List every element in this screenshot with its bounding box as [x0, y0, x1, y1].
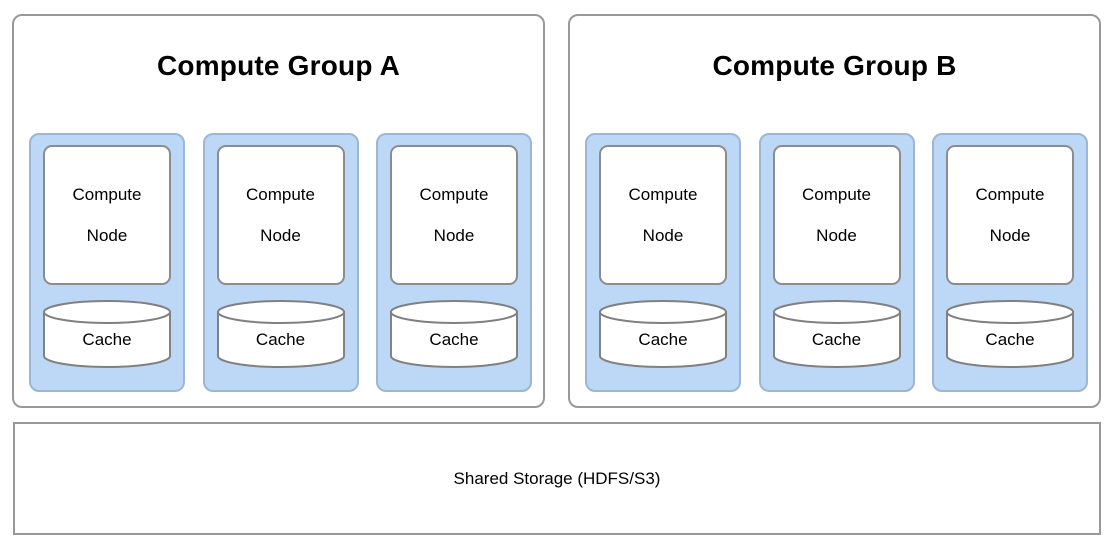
cache-cylinder-b-3: Cache — [946, 300, 1074, 368]
compute-group-a-title: Compute Group A — [156, 50, 401, 81]
cache-cylinder-a-3: Cache — [390, 300, 518, 368]
compute-node-label-line1: Compute — [246, 185, 315, 204]
node-card-a-1[interactable]: Compute Node Cache — [29, 133, 185, 392]
node-card-a-2[interactable]: Compute Node Cache — [202, 133, 359, 392]
node-card-b-1[interactable]: Compute Node Cache — [585, 133, 741, 392]
compute-node-box-b-3: Compute Node — [946, 145, 1074, 285]
compute-node-label-line2: Node — [433, 226, 475, 245]
compute-node-box-b-2: Compute Node — [772, 145, 901, 285]
compute-node-box-a-3: Compute Node — [390, 145, 518, 285]
cache-cylinder-b-1: Cache — [599, 300, 727, 368]
compute-group-a-node-row: Compute Node Cache Compute Node — [29, 133, 532, 393]
compute-node-label-line2: Node — [642, 226, 684, 245]
node-card-b-3[interactable]: Compute Node Cache — [932, 133, 1088, 392]
compute-node-label-line1: Compute — [975, 185, 1045, 204]
compute-node-label-line2: Node — [816, 226, 857, 245]
cache-cylinder-b-2: Cache — [772, 300, 901, 368]
compute-group-a-container: Compute Group A Compute Node Cache — [12, 14, 545, 408]
compute-node-label-line2: Node — [260, 226, 301, 245]
compute-node-box-a-2: Compute Node — [216, 145, 345, 285]
compute-node-label-line1: Compute — [628, 185, 698, 204]
node-card-b-2[interactable]: Compute Node Cache — [758, 133, 915, 392]
cache-cylinder-a-2: Cache — [216, 300, 345, 368]
compute-group-b-title: Compute Group B — [712, 50, 957, 81]
cache-cylinder-a-1: Cache — [43, 300, 171, 368]
compute-group-b-container: Compute Group B Compute Node Cache — [568, 14, 1101, 408]
compute-node-label-line2: Node — [989, 226, 1031, 245]
compute-node-label-line2: Node — [86, 226, 128, 245]
compute-node-label-line1: Compute — [802, 185, 871, 204]
shared-storage-container[interactable]: Shared Storage (HDFS/S3) — [13, 422, 1101, 535]
compute-node-label-line1: Compute — [419, 185, 489, 204]
compute-node-label-line1: Compute — [72, 185, 142, 204]
compute-group-b-node-row: Compute Node Cache Compute Node — [585, 133, 1088, 393]
compute-node-box-a-1: Compute Node — [43, 145, 171, 285]
compute-node-box-b-1: Compute Node — [599, 145, 727, 285]
shared-storage-label: Shared Storage (HDFS/S3) — [453, 468, 661, 488]
node-card-a-3[interactable]: Compute Node Cache — [376, 133, 532, 392]
